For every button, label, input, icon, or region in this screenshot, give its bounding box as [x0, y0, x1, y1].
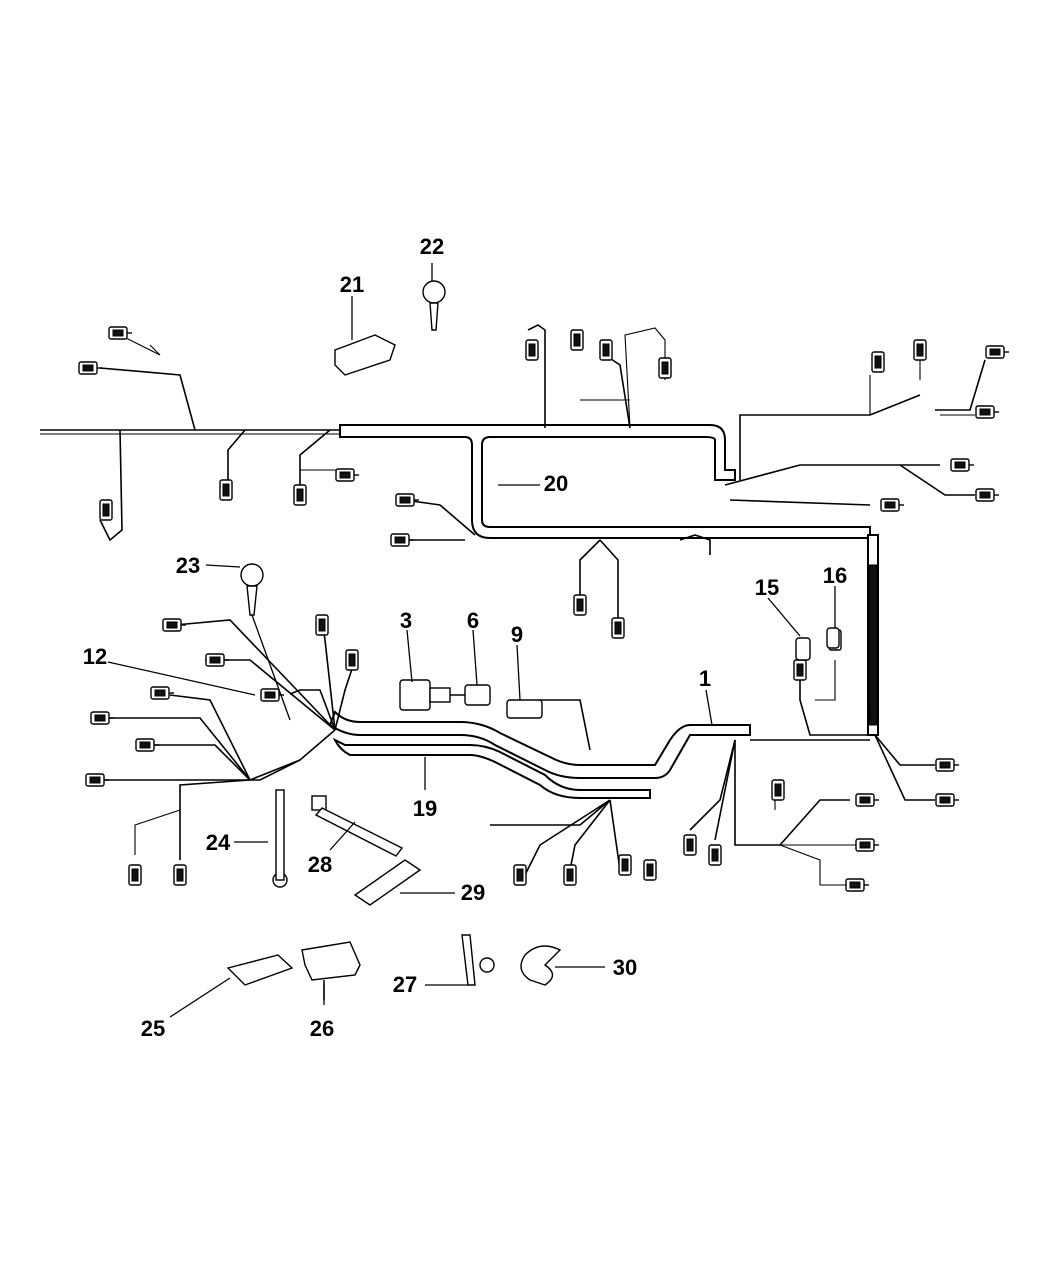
callout-1: 1 [699, 666, 711, 691]
part-28-strap [311, 795, 327, 811]
callout-28: 28 [308, 852, 332, 877]
callout-30: 30 [613, 955, 637, 980]
part-15-sensor [795, 637, 811, 661]
part-22-screw [422, 280, 446, 304]
loose-parts [226, 280, 840, 1000]
callout-23: 23 [176, 553, 200, 578]
callout-25: 25 [141, 1016, 165, 1041]
callout-26: 26 [310, 1016, 334, 1041]
part-27-fastener [461, 934, 476, 986]
leader-lines [107, 263, 871, 1018]
callout-22: 22 [420, 234, 444, 259]
callout-labels: 22 21 20 23 12 3 6 9 15 16 1 19 24 28 29… [83, 234, 847, 1041]
part-21-clip [334, 334, 396, 376]
callout-27: 27 [393, 972, 417, 997]
callout-15: 15 [755, 575, 779, 600]
part-30-clamp [520, 945, 562, 986]
part-9-connector [506, 699, 543, 719]
part-23-bolt [240, 563, 264, 587]
callout-29: 29 [461, 880, 485, 905]
callout-21: 21 [340, 272, 364, 297]
callout-16: 16 [823, 563, 847, 588]
callout-6: 6 [467, 608, 479, 633]
part-26-clip [301, 941, 361, 981]
part-25-clip [226, 954, 294, 986]
upper-harness [40, 324, 986, 736]
part-3-connector [399, 679, 431, 711]
callout-19: 19 [413, 796, 437, 821]
part-6-connector [464, 684, 491, 706]
part-16-sensor [826, 627, 840, 649]
callout-20: 20 [544, 471, 568, 496]
callout-12: 12 [83, 644, 107, 669]
callout-3: 3 [400, 608, 412, 633]
callout-24: 24 [206, 830, 231, 855]
part-29-strap [353, 859, 422, 906]
callout-9: 9 [511, 622, 523, 647]
